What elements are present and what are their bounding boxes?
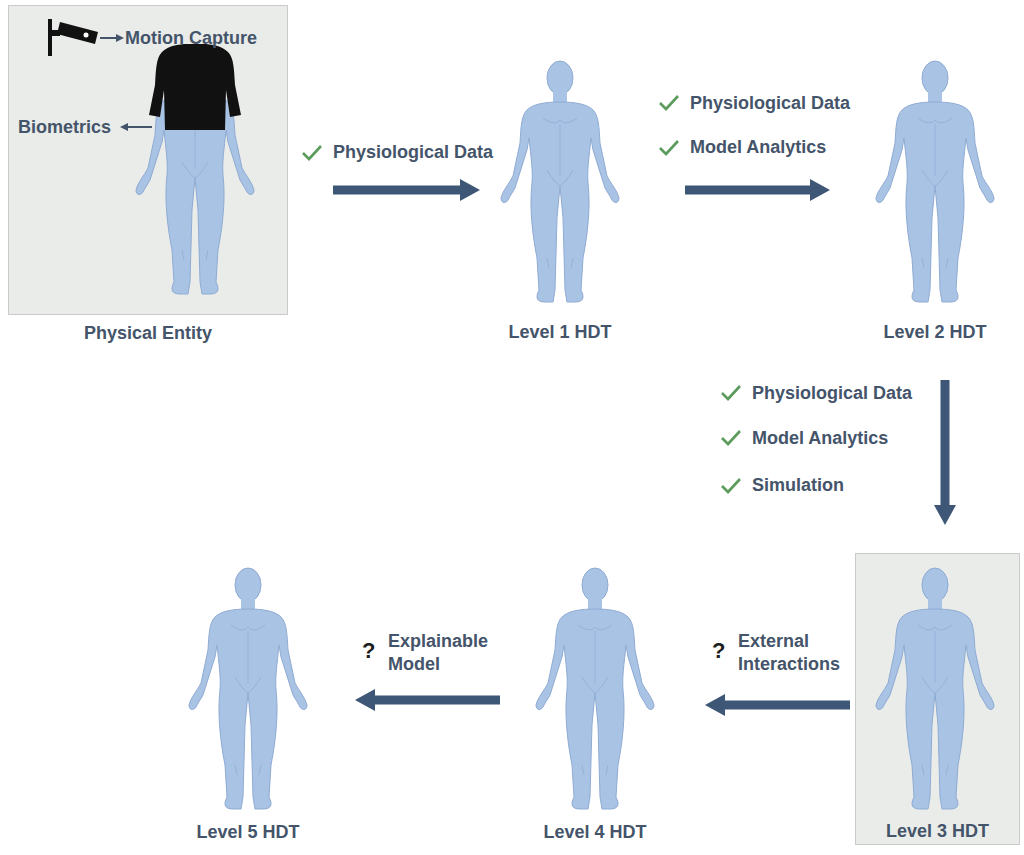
arrow-shaft [333, 186, 462, 195]
annotation-label: Simulation [752, 474, 844, 497]
arrow-head [934, 505, 956, 525]
check-mark [660, 96, 678, 109]
node-label: Level 5 HDT [193, 821, 303, 843]
check-mark [660, 141, 678, 154]
edge-label: Physiological Data [333, 141, 493, 164]
human-figure [876, 61, 994, 302]
check-mark [722, 479, 740, 492]
check-marks [303, 96, 740, 492]
flow-arrow [705, 694, 850, 716]
arrow-head [460, 179, 480, 201]
question-mark: ? [712, 639, 725, 662]
check-mark [722, 431, 740, 444]
human-figure [501, 61, 619, 302]
flow-arrow [934, 380, 956, 525]
node-label: Level 1 HDT [505, 321, 615, 343]
flow-arrow [333, 179, 480, 201]
flow-arrow [355, 689, 500, 711]
node-label: Physical Entity [9, 322, 287, 344]
camera-icon [50, 19, 124, 56]
arrow-shaft [941, 380, 950, 507]
annotation-label: Motion Capture [125, 27, 257, 50]
annotation-label: Physiological Data [690, 92, 850, 115]
node-label: Level 2 HDT [880, 321, 990, 343]
annotation-label: Model Analytics [752, 427, 888, 450]
check-mark [303, 146, 321, 159]
arrow-shaft [723, 701, 850, 710]
annotation-label: Physiological Data [752, 382, 912, 405]
leader-arrow [120, 123, 152, 131]
arrow-head [355, 689, 375, 711]
human-figure [189, 568, 307, 809]
arrow-shaft [685, 186, 812, 195]
node-label: Level 3 HDT [856, 820, 1019, 842]
arrow-head [810, 179, 830, 201]
node-label: Level 4 HDT [540, 821, 650, 843]
human-figure [536, 568, 654, 809]
edge-label: External Interactions [738, 630, 853, 676]
annotation-label: Biometrics [18, 116, 111, 139]
annotation-label: Model Analytics [690, 136, 826, 159]
arrow-head [705, 694, 725, 716]
human-figure [876, 568, 994, 809]
arrow-shaft [373, 696, 500, 705]
flow-arrow [685, 179, 830, 201]
edge-label: Explainable Model [388, 630, 498, 676]
question-mark: ? [362, 639, 375, 662]
check-mark [722, 386, 740, 399]
shirt [149, 44, 241, 130]
